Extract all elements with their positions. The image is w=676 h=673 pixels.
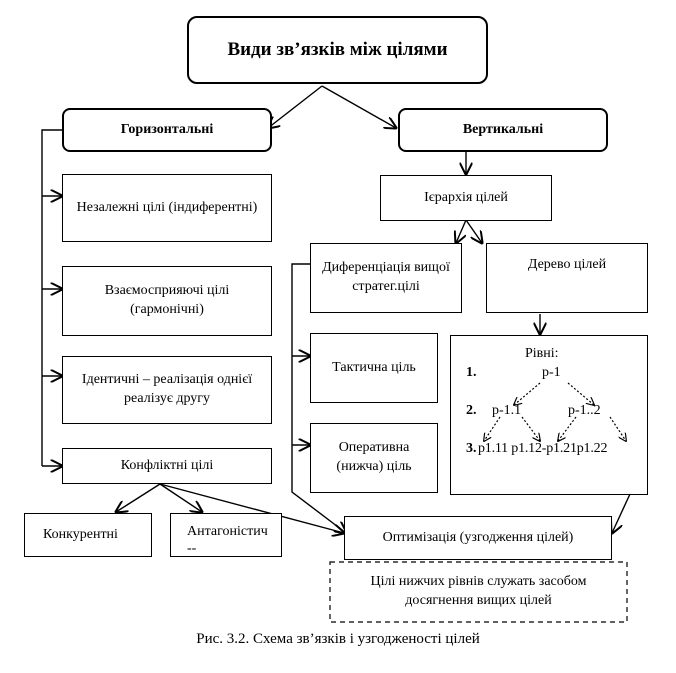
goal-tree-text: Дерево цілей: [527, 257, 607, 272]
differentiation-rail: [291, 263, 346, 533]
level-2-node-b: р-1..2: [568, 403, 601, 418]
antagonistic-box: Антагоністич --: [170, 513, 282, 557]
tree-edge-11-111: [484, 416, 501, 441]
identical-goals-box: Ідентичні – реалізація однієї реалізує д…: [62, 356, 272, 424]
tree-edge-12-122: [609, 416, 626, 441]
tree-edge-1-11: [514, 382, 541, 405]
optimization-box: Оптимізація (узгодження цілей): [344, 516, 612, 560]
competitive-box: Конкурентні: [24, 513, 152, 557]
competitive-text: Конкурентні: [43, 526, 118, 542]
hierarchy-box: Ієрархія цілей: [380, 175, 552, 221]
conclusion-text: Цілі нижчих рівнів служать засобом досяг…: [370, 574, 587, 608]
identical-goals-text: Ідентичні – реалізація однієї реалізує д…: [81, 372, 253, 406]
tree-edge-12-121: [558, 416, 577, 441]
figure-caption: Рис. 3.2. Схема зв’язків і узгодженості …: [196, 631, 480, 647]
arrow-conflict-to-optimization: [159, 483, 344, 533]
differentiation-text: Диференціація вищої стратег.цілі: [322, 260, 450, 294]
vertical-label: Вертикальні: [462, 121, 544, 137]
operational-goal-text: Оперативна (нижча) ціль: [336, 440, 412, 474]
independent-goals-box: Незалежні цілі (індиферентні): [62, 174, 272, 242]
title-box: Види зв’язків між цілями: [187, 16, 488, 84]
level-1-number: 1.: [466, 365, 477, 380]
independent-goals-text: Незалежні цілі (індиферентні): [76, 199, 258, 215]
mutual-goals-box: Взаємосприяючі цілі (гармонічні): [62, 266, 272, 336]
horizontal-category-box: Горизонтальні: [62, 108, 272, 152]
arrow-title-vertical: [321, 85, 396, 128]
conflict-goals-box: Конфліктні цілі: [62, 448, 272, 484]
antagonistic-text: Антагоністич --: [187, 524, 268, 556]
vertical-category-box: Вертикальні: [398, 108, 608, 152]
level-2-number: 2.: [466, 403, 477, 418]
goal-tree-box: Дерево цілей: [486, 243, 648, 313]
tactical-goal-text: Тактична ціль: [332, 359, 416, 375]
level-3-number: 3.: [466, 441, 477, 456]
conclusion-frame: [329, 561, 628, 623]
arrow-to-antagonistic: [159, 483, 202, 512]
level-2-node-a: р-1.1: [492, 403, 522, 418]
arrow-to-tree: [465, 219, 482, 243]
diagram-title: Види зв’язків між цілями: [227, 39, 448, 61]
mutual-goals-text: Взаємосприяючі цілі (гармонічні): [104, 283, 230, 317]
arrow-levels-to-optimization: [612, 493, 631, 533]
levels-heading: Рівні:: [525, 346, 559, 361]
tree-edge-1-12: [567, 382, 594, 405]
horizontal-rail: [41, 129, 63, 466]
tree-edge-11-112: [521, 416, 540, 441]
operational-goal-box: Оперативна (нижча) ціль: [310, 423, 438, 493]
optimization-text: Оптимізація (узгодження цілей): [382, 529, 574, 545]
arrow-to-competitive: [116, 483, 161, 512]
levels-box: [450, 335, 648, 495]
conflict-goals-text: Конфліктні цілі: [120, 457, 214, 473]
conclusion-box: Цілі нижчих рівнів служать засобом досяг…: [330, 562, 627, 622]
level-3-nodes: р1.11 р1.12-р1.21р1.22: [478, 441, 608, 456]
horizontal-label: Горизонтальні: [120, 121, 214, 137]
level-1-node: р-1: [542, 365, 561, 380]
arrow-title-horizontal: [268, 85, 323, 128]
arrow-to-differentiation: [456, 219, 467, 243]
hierarchy-text: Ієрархія цілей: [424, 189, 508, 205]
differentiation-box: Диференціація вищої стратег.цілі: [310, 243, 462, 313]
tactical-goal-box: Тактична ціль: [310, 333, 438, 403]
